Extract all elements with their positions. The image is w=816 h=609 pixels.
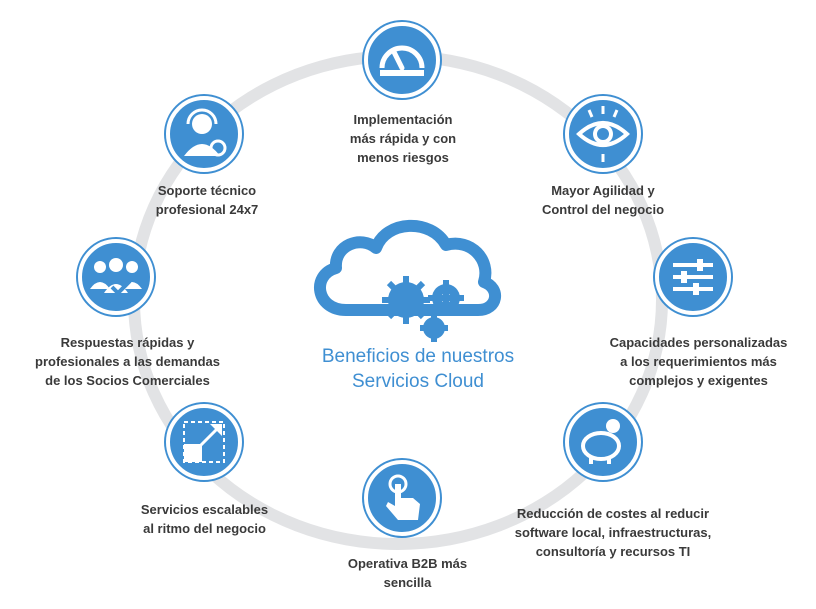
benefit-label: Capacidades personalizadas a los requeri…	[609, 335, 788, 388]
cloud-gears-icon	[314, 219, 501, 342]
benefit-label: Soporte técnico profesional 24x7	[155, 183, 259, 217]
sliders-icon	[655, 239, 731, 315]
center-title: Beneficios de nuestros Servicios Cloud	[321, 346, 515, 392]
benefit-label: Mayor Agilidad y Control del negocio	[541, 183, 665, 217]
benefit-label: Respuestas rápidas y profesionales a las…	[35, 335, 220, 388]
benefit-label: Implementación más rápida y con menos ri…	[349, 112, 457, 165]
support-agent-icon	[166, 96, 242, 172]
users-check-icon	[78, 239, 154, 315]
touch-hand-icon	[364, 460, 440, 536]
eye-icon	[565, 96, 641, 172]
benefit-label: Operativa B2B más sencilla	[347, 556, 468, 590]
speedometer-icon	[364, 22, 440, 98]
scale-arrow-icon	[166, 404, 242, 480]
piggy-bank-icon	[565, 404, 641, 480]
benefit-label: Servicios escalables al ritmo del negoci…	[140, 502, 269, 536]
benefit-label: Reducción de costes al reducir software …	[514, 506, 712, 559]
